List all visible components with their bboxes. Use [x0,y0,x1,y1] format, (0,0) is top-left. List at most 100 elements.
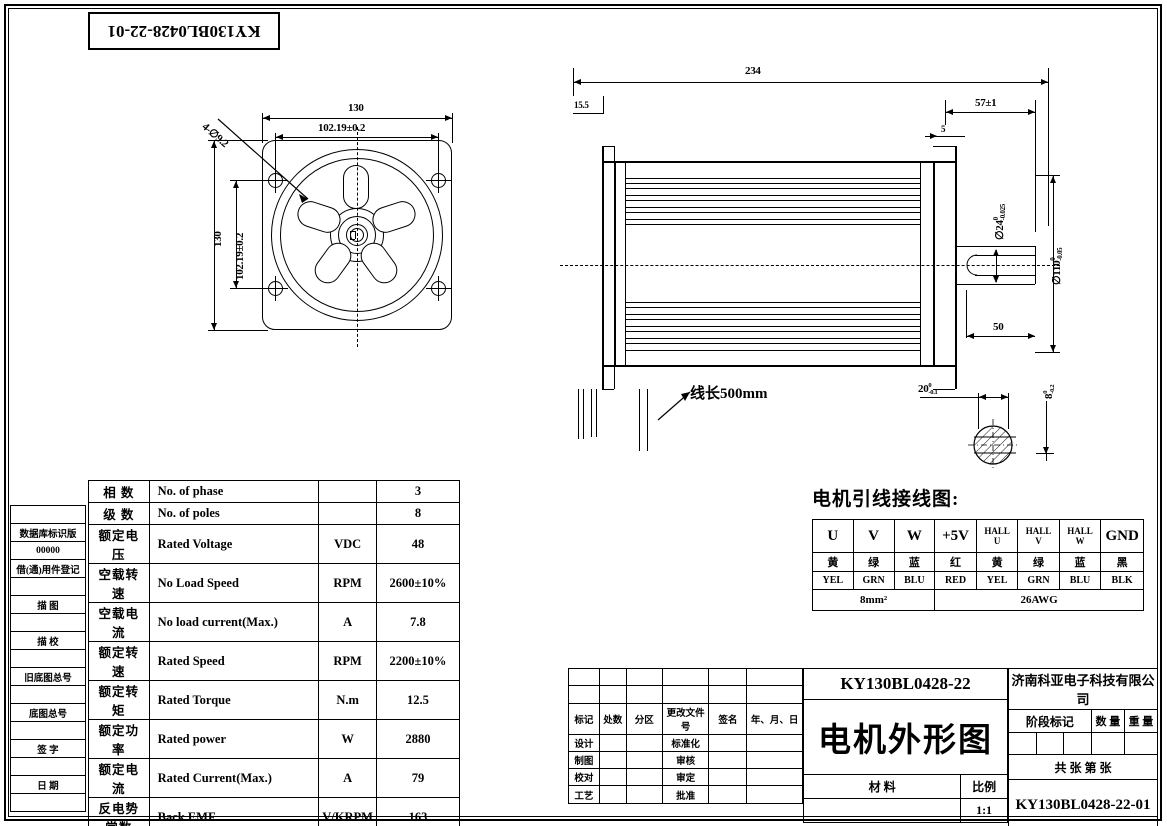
fin-u8 [625,219,920,220]
spec-en-cell: Rated Torque [148,680,320,721]
role-r2-c3 [625,750,663,770]
arrow-up-d24 [993,249,999,256]
role-r4-c6 [746,785,803,804]
arrow-down-key-d [1043,447,1049,454]
pilot-tol-lo: -0.05 [1056,247,1065,261]
pilot-dia-value: ∅110 [1051,260,1063,285]
spec-en-cell: Rated power [148,719,320,760]
fin-u9 [625,224,920,225]
spec-cn-cell: 相 数 [88,479,150,504]
keyway-notch-left [350,231,351,239]
body-top-line [603,161,956,163]
arrow-5-r [930,133,937,139]
ext-line-bot-boltv [230,288,272,289]
key-w-tol-lo: -0.1 [928,388,938,396]
keyway-top [975,255,1035,256]
rev-blank-1-4 [661,667,710,687]
doc-number-row: KY130BL0428-22-01 [1008,779,1158,826]
rev-blank-1-6 [746,667,803,687]
wiring-signal-cell: U [812,519,854,553]
fin-u2 [625,183,920,184]
dim-line-boltv [236,180,237,288]
shaft-end [1035,246,1036,284]
spec-unit-cell: A [318,758,377,799]
fin-l9 [625,350,920,351]
rev-blank-2-5 [708,685,748,704]
keyway-bottom [975,275,1035,276]
title-right-table: 济南科亚电子科技有限公司 阶段标记 数 量 重 量 共 张 第 张 [1008,668,1159,826]
arrow-left-key-w [979,394,986,400]
wiring-diagram-title: 电机引线接线图: [812,489,960,510]
stage-label-cell: 阶段标记 [1008,709,1092,733]
wiring-color-cn-row: 黄绿蓝红黄绿蓝黑 [812,552,1144,572]
margin-strip-row [10,649,86,668]
wiring-signal-main: HALL [1067,526,1093,536]
role-r2-c5 [708,750,748,770]
margin-strip-row [10,793,86,812]
wiring-signal-main: HALL [984,526,1010,536]
margin-strip-cell: 描 校 [10,631,86,650]
spec-value-cell: 12.5 [375,680,461,721]
role-r2-c2 [598,750,627,770]
role-left-1: 制图 [568,750,600,770]
gauge-signal-cell: 26AWG [934,589,1144,611]
arrow-down-130v [211,323,217,330]
role-r3-c5 [708,768,748,787]
arrow-up-d110 [1050,176,1056,183]
wiring-color-en-cell: RED [934,571,977,590]
margin-strip-row [10,505,86,524]
side-centerline [560,265,1060,266]
sheets-row: 共 张 第 张 [1008,754,1158,780]
body-bottom-line [603,365,956,367]
margin-strip-cell [10,505,86,524]
fin-l6 [625,331,920,332]
revision-header-cell: 签名 [708,702,748,735]
role-mid-3: 批准 [661,785,710,804]
revision-header-cell: 年、月、日 [746,702,803,735]
dim-shaft-diameter: ∅24 0 -0.025 [992,204,1007,240]
margin-strip-cell: 旧底图总号 [10,667,86,686]
lead-cable-right [647,389,648,451]
role-mid-0: 标准化 [661,733,710,752]
stage-v2 [1035,732,1065,755]
margin-strip-row [10,613,86,632]
keyway-notch-bottom [350,239,355,240]
arrow-up-boltv [233,181,239,188]
margin-strip-cell [10,685,86,704]
dim-width-overall: 130 [348,102,364,114]
margin-strip-row [10,721,86,740]
key-w-tol-up: 0 [928,382,932,389]
keyway-notch-top [350,231,355,232]
weight-label-cell: 重 量 [1123,709,1159,733]
key-section-circle [968,419,1020,471]
margin-strip-row: 借(通)用件登记 [10,559,86,578]
stage-v3 [1063,732,1092,755]
wiring-signal-main: HALL [1025,526,1052,536]
spec-value-cell: 2600±10% [375,563,461,604]
spec-value-cell: 48 [375,524,461,565]
wiring-color-cn-cell: 黑 [1100,552,1144,572]
hole-cross-v-tl [275,168,276,193]
wiring-color-cn-cell: 黄 [812,552,854,572]
wiring-signal-sub: V [1035,536,1042,546]
wiring-color-en-cell: BLU [893,571,936,590]
wiring-signal-sub: W [1075,536,1085,546]
endbell-right-edge [955,146,957,389]
spec-cn-cell: 反电势常数 [88,797,150,826]
dim-bolt-circle-h: 102.19±0.2 [318,122,366,134]
scale-value-cell: 1:1 [960,798,1008,823]
role-row-4: 工艺 批准 [568,785,803,804]
ext-57-right [1035,100,1036,232]
spec-value-cell: 163 [375,797,461,826]
spec-cn-cell: 额定电流 [88,758,150,799]
dim-line-57 [945,112,1035,113]
dim-pilot-diameter: ∅110 0 -0.05 [1049,247,1065,285]
role-r3-c2 [598,768,627,787]
spec-unit-cell: N.m [318,680,377,721]
dim-line-50 [966,336,1035,337]
dim-key-width: 20 0 -0.1 [918,382,938,396]
dim-line-5 [925,136,965,137]
